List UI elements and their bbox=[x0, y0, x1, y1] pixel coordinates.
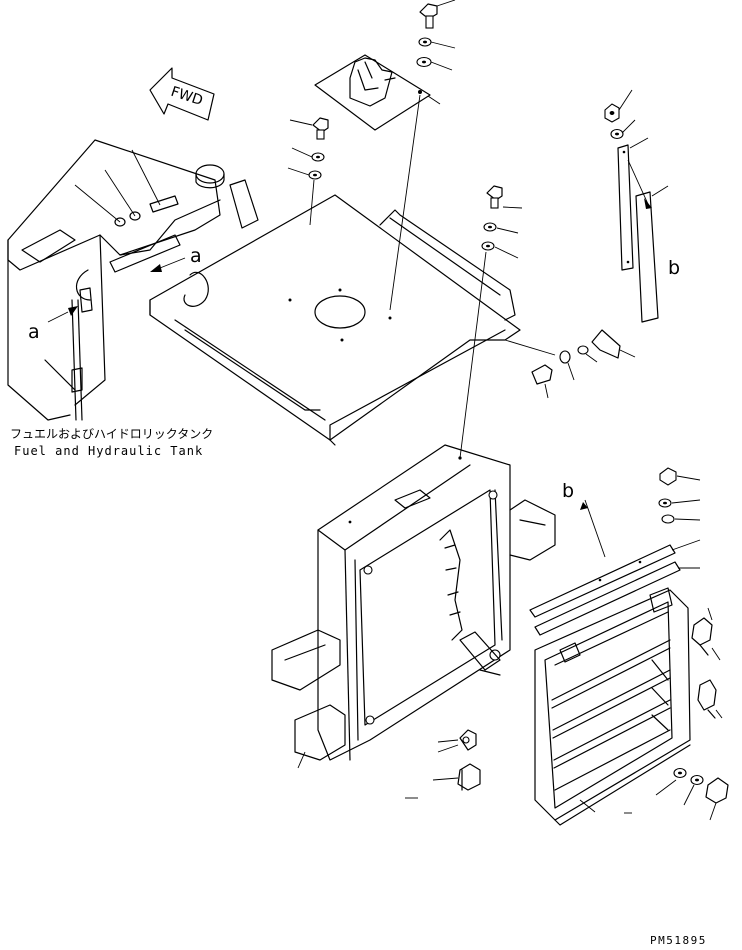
tank-caption-en: Fuel and Hydraulic Tank bbox=[14, 444, 203, 458]
ref-label-b-lower: b bbox=[562, 480, 574, 502]
tank-caption-jp: フュエルおよびハイドロリックタンク bbox=[10, 427, 213, 441]
fuel-hydraulic-tank bbox=[7, 139, 259, 421]
grille-side-bolts bbox=[691, 607, 723, 719]
top-right-strips bbox=[604, 89, 669, 323]
fwd-label: FWD bbox=[169, 84, 205, 109]
frame-bottom-bolts bbox=[297, 729, 481, 799]
top-plate bbox=[314, 54, 431, 131]
ref-label-a-lower: a bbox=[28, 321, 40, 343]
floor-plate bbox=[149, 194, 521, 446]
fwd-arrow-icon: FWD bbox=[149, 67, 215, 121]
top-bolt-stack bbox=[389, 0, 456, 311]
grille-panel bbox=[534, 587, 691, 826]
ref-label-b-upper: b bbox=[668, 257, 680, 279]
grille-mounting-strips bbox=[529, 467, 701, 636]
tank-leaders bbox=[74, 149, 161, 223]
floor-left-bolt-stack bbox=[287, 117, 329, 226]
ref-label-a-upper: a bbox=[190, 245, 202, 267]
reference-arrow-a-lower: a bbox=[28, 306, 78, 343]
part-number: PM51895 bbox=[650, 934, 707, 947]
grille-bottom-fasteners bbox=[624, 767, 729, 821]
floor-side-bracket bbox=[504, 329, 636, 399]
reference-arrow-a-upper: a bbox=[150, 245, 202, 272]
floor-right-bolt-stack bbox=[459, 185, 523, 459]
radiator-frame bbox=[271, 444, 556, 761]
